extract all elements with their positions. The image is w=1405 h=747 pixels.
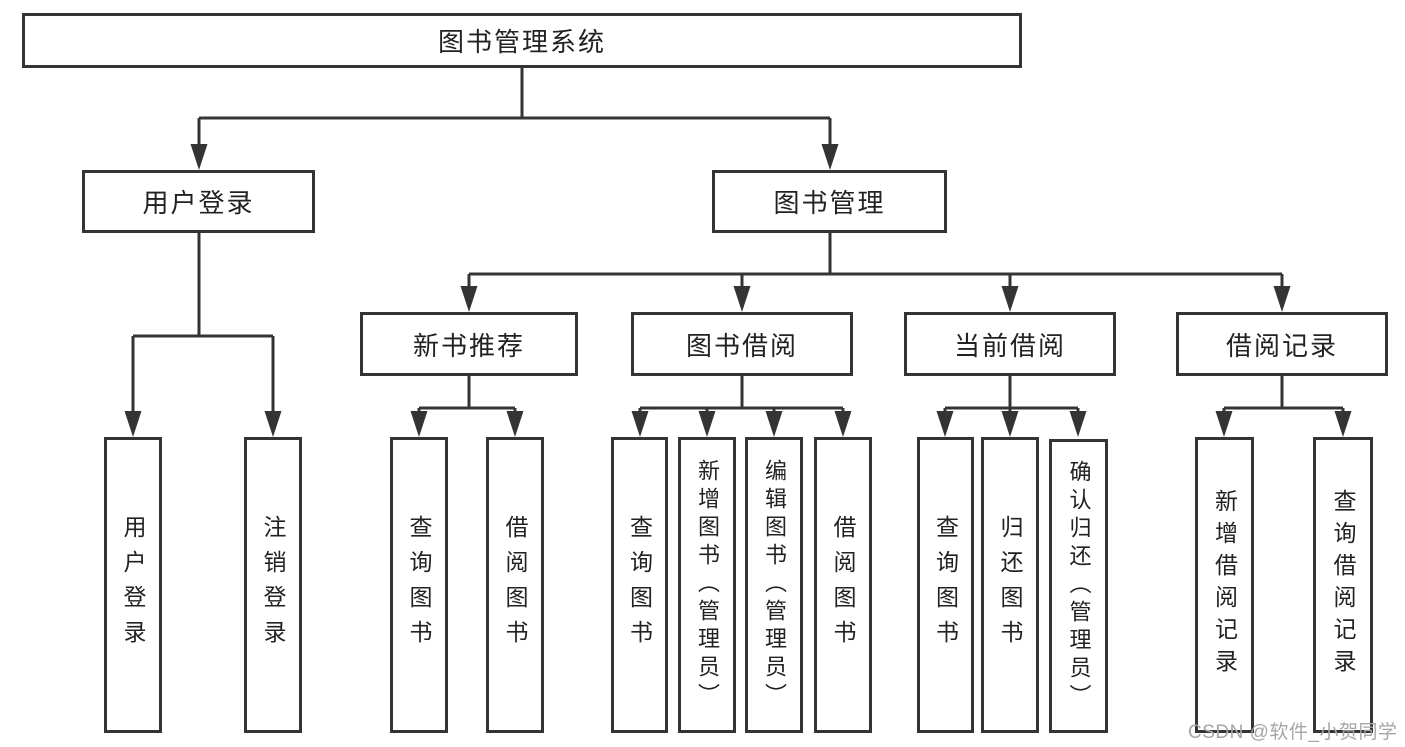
connector-user-login xyxy=(124,233,282,437)
node-label: 归还图书 xyxy=(997,515,1023,655)
leaf-logout: 注销登录 xyxy=(244,437,302,733)
leaf-query-books-borrow: 查询图书 xyxy=(611,437,668,733)
node-label: 编辑图书（管理员） xyxy=(762,459,787,711)
node-label: 查询图书 xyxy=(932,515,959,655)
connector-root xyxy=(190,68,839,170)
connector-new-book-recommend xyxy=(410,376,524,437)
node-label: 图书管理 xyxy=(773,188,886,218)
node-borrow-records: 借阅记录 xyxy=(1176,312,1388,376)
leaf-add-book-admin: 新增图书（管理员） xyxy=(678,437,736,733)
leaf-query-books-recommend: 查询图书 xyxy=(390,437,448,733)
leaf-query-borrow-record: 查询借阅记录 xyxy=(1313,437,1373,733)
connector-book-management xyxy=(460,233,1291,312)
node-new-book-recommend: 新书推荐 xyxy=(360,312,578,376)
node-label: 图书管理系统 xyxy=(437,27,606,57)
node-label: 新增图书（管理员） xyxy=(695,459,720,711)
connector-book-borrow xyxy=(631,376,852,437)
node-book-management: 图书管理 xyxy=(712,170,947,233)
node-label: 新增借阅记录 xyxy=(1211,489,1238,681)
node-user-login: 用户登录 xyxy=(82,170,315,233)
node-label: 新书推荐 xyxy=(412,330,525,361)
node-root: 图书管理系统 xyxy=(22,13,1022,68)
leaf-borrow-books: 借阅图书 xyxy=(814,437,872,733)
node-label: 用户登录 xyxy=(120,515,146,655)
leaf-edit-book-admin: 编辑图书（管理员） xyxy=(745,437,803,733)
leaf-return-book: 归还图书 xyxy=(981,437,1039,733)
node-label: 查询借阅记录 xyxy=(1330,489,1356,681)
csdn-watermark: CSDN @软件_小贺同学 xyxy=(1188,722,1398,743)
node-label: 用户登录 xyxy=(142,188,255,218)
node-label: 借阅记录 xyxy=(1225,330,1338,361)
connector-current-borrow xyxy=(936,376,1087,437)
connector-borrow-records xyxy=(1215,376,1352,437)
node-label: 确认归还（管理员） xyxy=(1066,460,1092,712)
node-label: 查询图书 xyxy=(626,515,653,655)
node-label: 注销登录 xyxy=(260,515,286,655)
node-label: 借阅图书 xyxy=(502,515,528,655)
node-current-borrow: 当前借阅 xyxy=(904,312,1116,376)
node-label: 当前借阅 xyxy=(953,330,1066,361)
leaf-user-login: 用户登录 xyxy=(104,437,162,733)
leaf-borrow-books-recommend: 借阅图书 xyxy=(486,437,544,733)
leaf-add-borrow-record: 新增借阅记录 xyxy=(1195,437,1254,733)
node-label: 图书借阅 xyxy=(685,330,798,361)
node-label: 查询图书 xyxy=(406,515,432,655)
leaf-query-books-current: 查询图书 xyxy=(917,437,974,733)
leaf-confirm-return-admin: 确认归还（管理员） xyxy=(1049,439,1108,733)
node-label: 借阅图书 xyxy=(830,515,856,655)
node-book-borrow: 图书借阅 xyxy=(631,312,853,376)
